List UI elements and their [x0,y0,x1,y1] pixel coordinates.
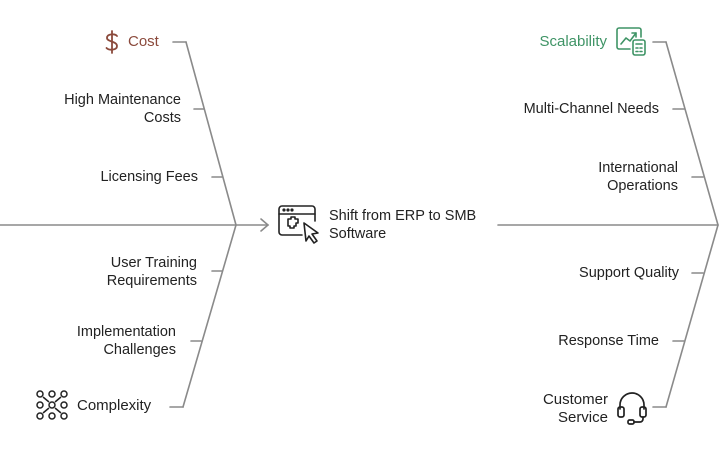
category-label-line2: Service [557,409,608,426]
cause-label-line1: International [598,160,678,176]
left-bottom-bone [182,224,237,408]
cause-label-line2: Requirements [106,273,197,289]
cause-label-line1: High Maintenance [64,92,181,108]
cause-international-operations: International Operations [598,159,678,195]
cause-label-line2: Operations [607,178,678,194]
cause-user-training: User Training Requirements [107,254,197,290]
cause-high-maintenance-costs: High Maintenance Costs [64,91,181,127]
category-customer-service-label: Customer Service [543,391,608,427]
left-arrowhead [260,218,270,232]
category-label-line1: Customer [542,391,608,408]
center-title-line2: Software [329,226,387,242]
cause-label-line2: Costs [143,110,181,126]
category-cost-label: Cost [128,33,159,50]
right-top-bone [665,41,719,226]
center-problem-title: Shift from ERP to SMB Software [329,207,476,243]
cause-licensing-fees: Licensing Fees [100,169,198,185]
browser-cursor-icon [278,205,319,244]
cause-label-line2: Challenges [103,342,176,358]
right-bottom-bone [665,224,719,408]
dot-grid-icon [36,390,68,420]
headset-icon [617,392,647,425]
center-title-line1: Shift from ERP to SMB [329,208,477,224]
cause-implementation-challenges: Implementation Challenges [77,323,176,359]
cause-support-quality: Support Quality [579,265,679,281]
cause-label-line1: Implementation [76,324,176,340]
cause-multi-channel-needs: Multi-Channel Needs [523,101,659,117]
cause-label-line1: User Training [110,255,197,271]
left-top-bone [185,41,237,226]
growth-chart-icon [616,27,646,56]
cause-response-time: Response Time [558,333,659,349]
category-complexity-label: Complexity [77,397,152,414]
dollar-icon [105,30,118,54]
category-scalability-label: Scalability [539,33,607,50]
